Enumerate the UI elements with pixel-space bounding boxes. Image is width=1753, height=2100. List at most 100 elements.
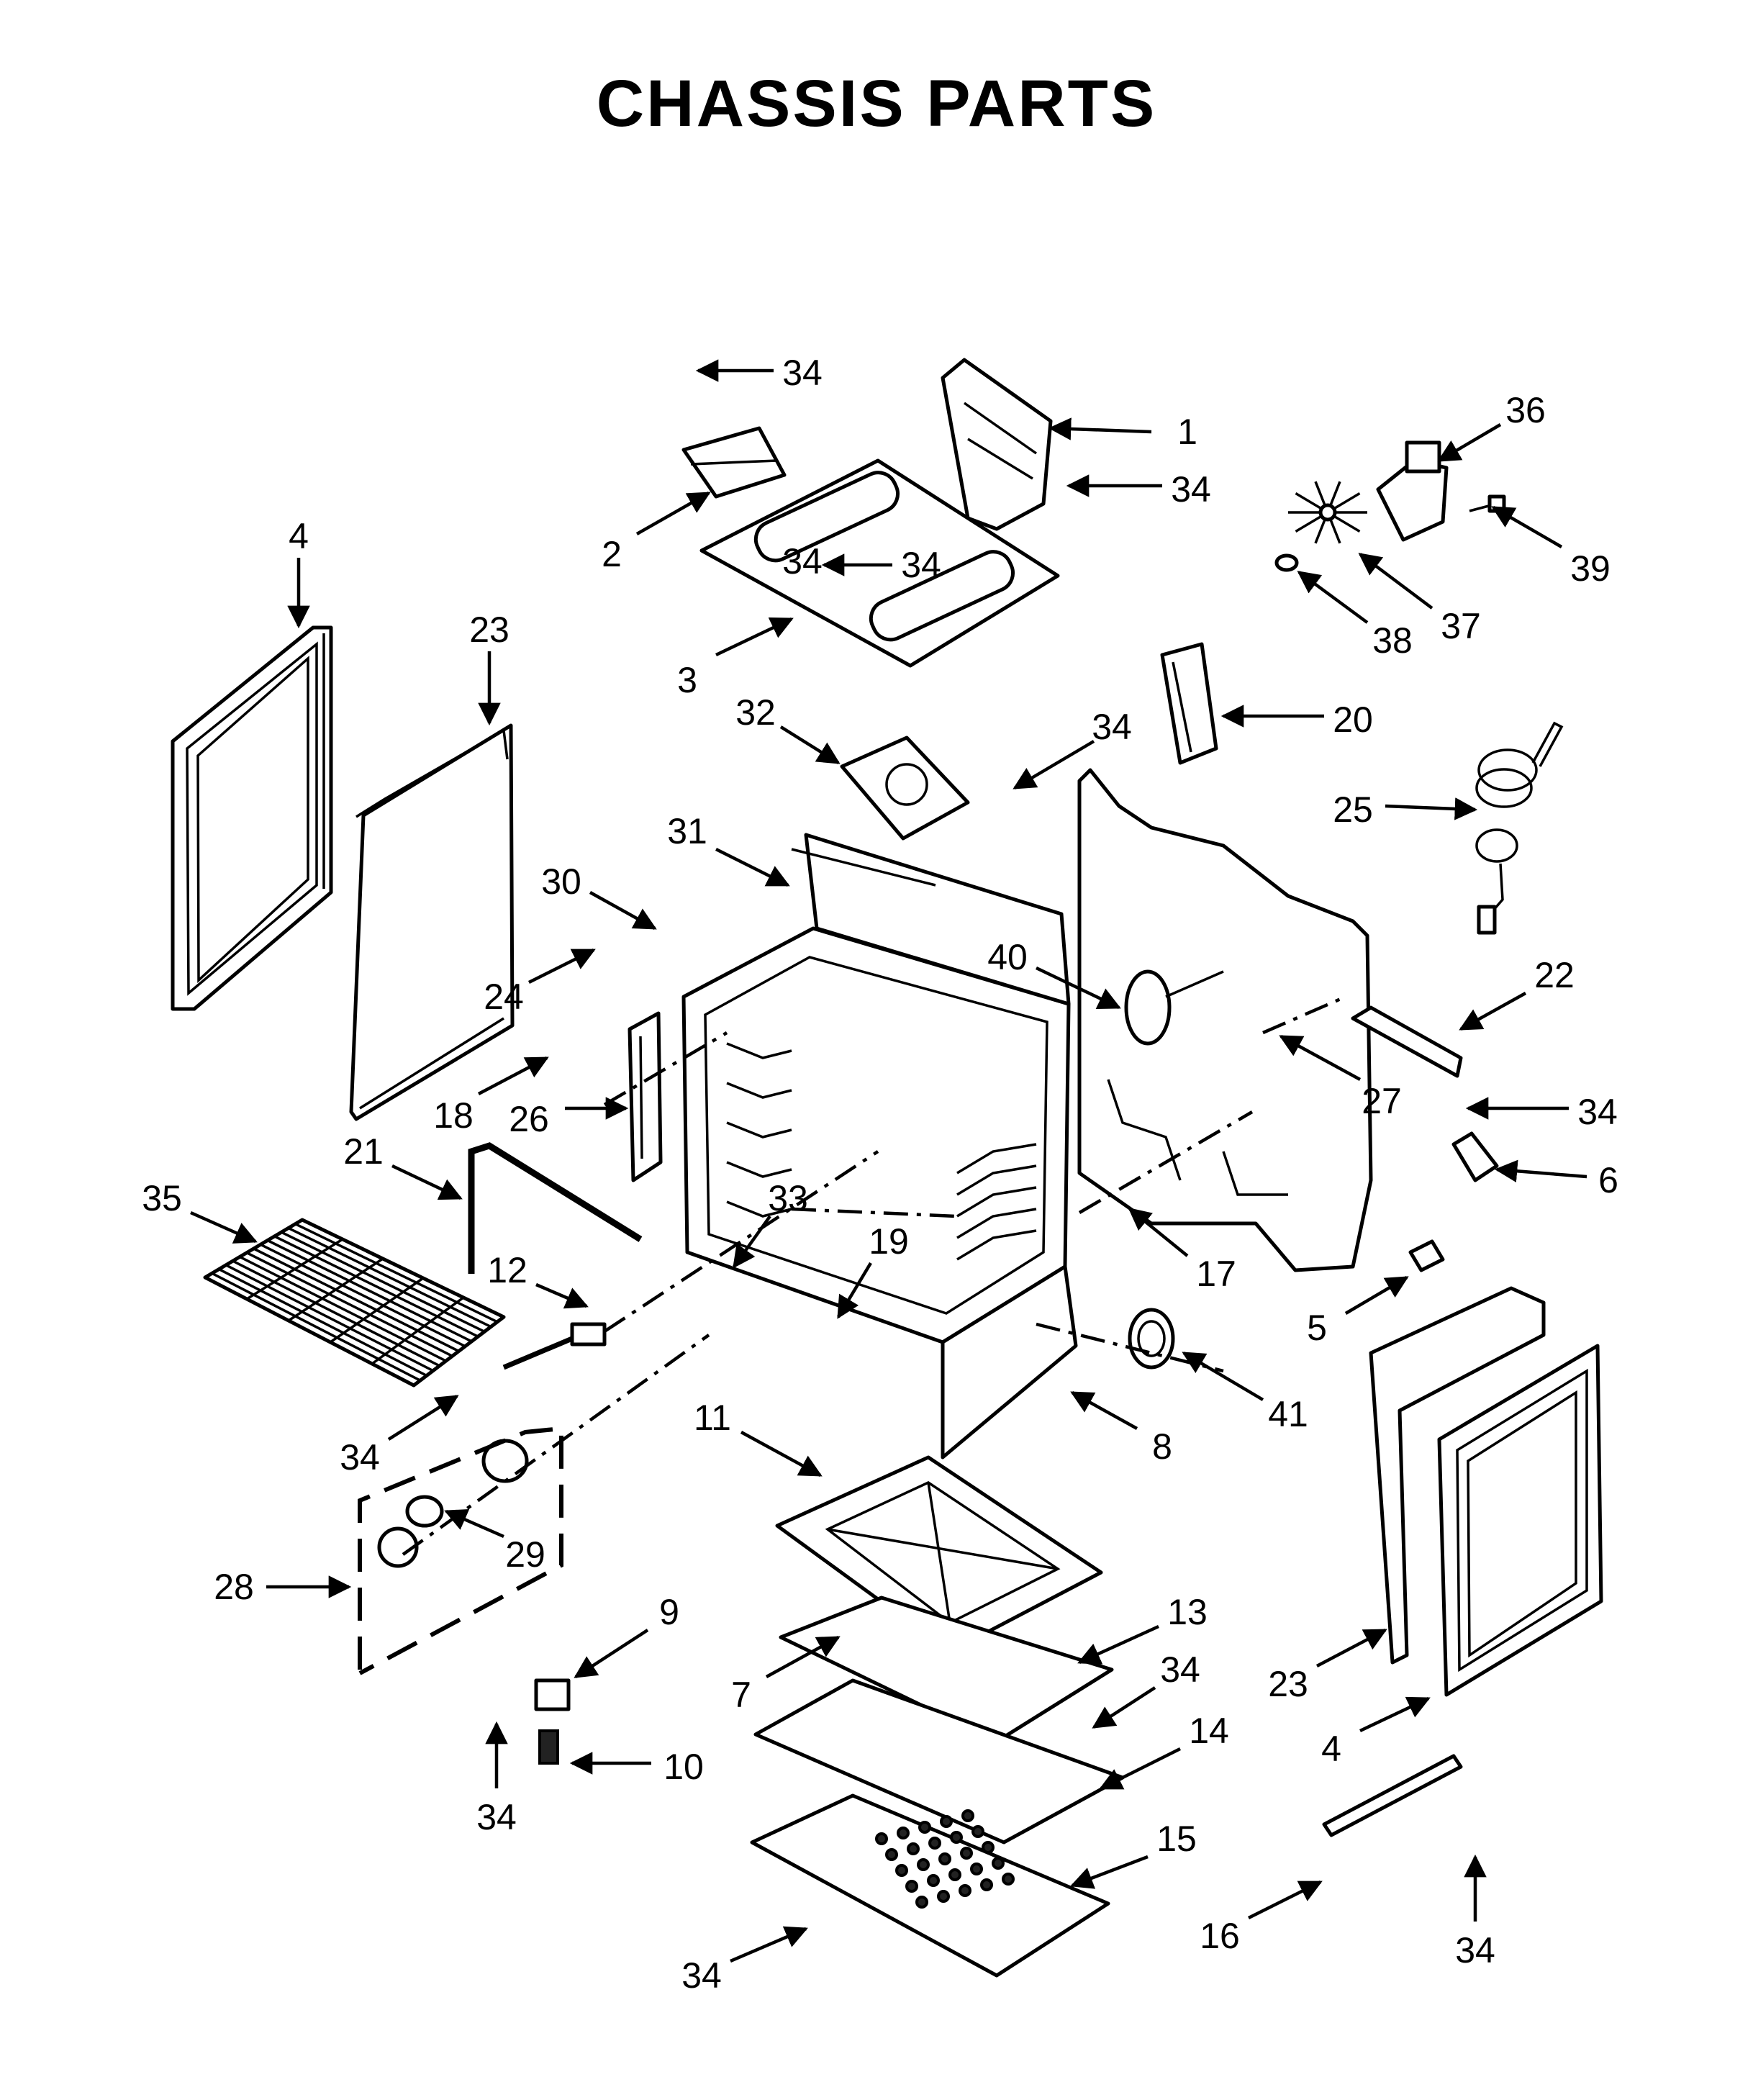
callout-label-c11: 11 xyxy=(694,1398,731,1438)
callout-label-c30: 30 xyxy=(541,861,581,902)
callout-label-c39: 39 xyxy=(1570,548,1611,589)
callout-label-c15: 15 xyxy=(1156,1819,1197,1859)
oven-top-part xyxy=(699,458,1060,668)
bracket-6-part xyxy=(1451,1131,1499,1182)
callout-label-c34f: 34 xyxy=(340,1437,380,1477)
callout-label-c25: 25 xyxy=(1333,789,1373,830)
callout-label-c2: 2 xyxy=(602,534,622,574)
callout-label-c26: 26 xyxy=(509,1099,549,1139)
callout-label-c17: 17 xyxy=(1196,1254,1236,1294)
bottom-cover-part xyxy=(750,1793,1110,1978)
callout-labels: 1234456789101112131415161718192021222323… xyxy=(142,353,1618,1996)
callout-label-c13: 13 xyxy=(1167,1592,1208,1632)
callout-label-c18: 18 xyxy=(433,1095,474,1136)
leader-c23b xyxy=(1315,1629,1387,1667)
convection-fan-motor-part xyxy=(1376,440,1449,542)
leader-c18 xyxy=(477,1056,549,1095)
oven-rack-part xyxy=(203,1218,506,1388)
diagram-title: CHASSIS PARTS xyxy=(596,67,1157,140)
leader-c30 xyxy=(589,891,657,930)
callout-label-c34g: 34 xyxy=(1160,1649,1200,1690)
callout-label-c4b: 4 xyxy=(1321,1729,1341,1769)
callout-label-c32: 32 xyxy=(735,692,776,733)
leader-c1 xyxy=(1048,417,1152,440)
callout-label-c37: 37 xyxy=(1441,606,1481,646)
terminal-block-cover-part xyxy=(1160,642,1218,765)
leader-c40 xyxy=(1036,966,1121,1010)
callout-label-c16: 16 xyxy=(1200,1916,1240,1956)
insulation-panel-left-part xyxy=(349,723,515,1121)
leader-c27 xyxy=(1279,1035,1362,1081)
callout-label-c20: 20 xyxy=(1333,700,1373,740)
oven-cavity-part xyxy=(681,833,1078,1459)
callout-label-c6: 6 xyxy=(1598,1160,1618,1200)
callout-label-c34c: 34 xyxy=(901,545,941,585)
leader-c2 xyxy=(635,492,711,535)
leader-c35 xyxy=(190,1210,258,1244)
power-cord-part xyxy=(1475,721,1564,935)
knob-part xyxy=(377,1439,529,1568)
vent-duct-part xyxy=(941,358,1053,531)
oven-bottom-panel-part xyxy=(775,1455,1103,1654)
leader-c17 xyxy=(1128,1208,1189,1257)
leader-c7 xyxy=(765,1636,841,1678)
callout-label-c34h: 34 xyxy=(476,1797,517,1837)
rear-panel-part xyxy=(1077,768,1373,1272)
callout-label-c40: 40 xyxy=(987,937,1028,977)
callout-label-c33: 33 xyxy=(768,1178,808,1218)
callout-label-c38: 38 xyxy=(1372,620,1413,661)
side-panel-right-part xyxy=(1437,1344,1603,1697)
callout-label-c35: 35 xyxy=(142,1178,182,1218)
leader-c33 xyxy=(733,1215,771,1269)
convection-fan-blade-part xyxy=(1288,481,1367,544)
leader-lines xyxy=(190,359,1587,1963)
callout-label-c29: 29 xyxy=(505,1534,545,1575)
callout-label-c31: 31 xyxy=(667,811,707,851)
callout-label-c23a: 23 xyxy=(469,610,509,650)
valve-stem-part xyxy=(502,1322,607,1370)
igniter-part xyxy=(534,1678,571,1765)
callout-label-c10: 10 xyxy=(663,1747,704,1787)
callout-label-c24: 24 xyxy=(484,977,524,1017)
leader-c4b xyxy=(1359,1696,1431,1733)
callout-label-c12: 12 xyxy=(487,1250,527,1290)
callout-label-c22: 22 xyxy=(1534,955,1575,995)
callout-label-c1: 1 xyxy=(1177,412,1197,452)
leader-c25 xyxy=(1385,797,1478,820)
leader-c34j xyxy=(730,1926,808,1963)
leader-c34g xyxy=(1092,1686,1156,1729)
rear-rail-part xyxy=(1351,1005,1463,1078)
callout-label-c34j: 34 xyxy=(681,1955,722,1996)
leader-c9 xyxy=(574,1629,649,1678)
hinge-bracket-part xyxy=(628,1011,663,1182)
leader-c22 xyxy=(1459,992,1527,1031)
leader-c24 xyxy=(527,948,596,985)
callout-label-c23b: 23 xyxy=(1268,1664,1308,1704)
leader-c8 xyxy=(1070,1391,1138,1430)
leader-c5 xyxy=(1344,1276,1409,1315)
leader-c6 xyxy=(1494,1159,1587,1182)
callout-label-c28: 28 xyxy=(214,1567,254,1607)
leader-c13 xyxy=(1077,1624,1159,1665)
leader-c41 xyxy=(1182,1352,1264,1401)
leader-c32 xyxy=(779,725,841,764)
leader-c38 xyxy=(1297,571,1369,624)
fan-baffle-part xyxy=(1128,1308,1175,1370)
burner-box-bracket-part xyxy=(681,426,787,499)
leader-c29 xyxy=(444,1508,504,1539)
callout-label-c34i: 34 xyxy=(1455,1930,1495,1970)
callout-label-c14: 14 xyxy=(1189,1711,1229,1751)
leader-c11 xyxy=(740,1431,823,1477)
leader-c19 xyxy=(837,1262,872,1319)
callout-label-c34d: 34 xyxy=(1092,707,1132,747)
leader-c21 xyxy=(391,1164,463,1200)
leader-c34f xyxy=(387,1395,459,1441)
callout-label-c34b: 34 xyxy=(1171,469,1211,510)
callout-label-c5: 5 xyxy=(1307,1308,1327,1348)
leader-c39 xyxy=(1491,506,1563,548)
callout-label-c27: 27 xyxy=(1362,1081,1402,1121)
callout-label-c3: 3 xyxy=(677,660,697,700)
callout-label-c36: 36 xyxy=(1505,390,1546,430)
door-latch-assembly-part xyxy=(840,736,970,841)
